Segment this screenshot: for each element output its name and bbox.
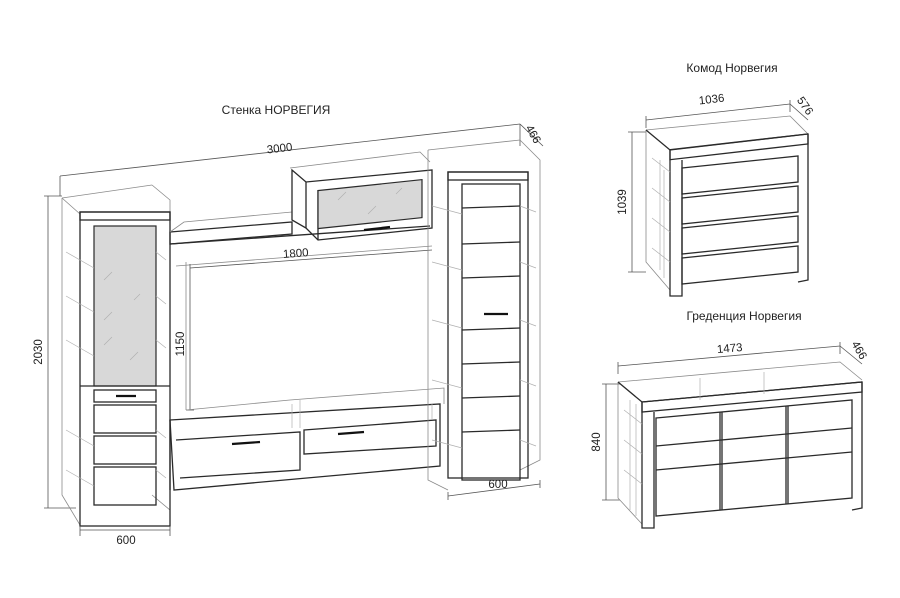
sideboard-title: Греденция Норвегия — [686, 309, 801, 323]
wall-unit-title: Стенка НОРВЕГИЯ — [222, 103, 331, 117]
commode-title: Комод Норвегия — [686, 61, 777, 75]
sideboard-height-label: 840 — [591, 432, 603, 451]
wall-height-dimension — [44, 195, 76, 509]
tv-niche-dims — [186, 249, 433, 411]
commode-height-label: 1039 — [617, 189, 629, 215]
wall-left-width-label: 600 — [116, 535, 135, 547]
top-bridge-shelf — [169, 211, 433, 410]
left-tall-cabinet — [61, 184, 171, 536]
tv-stand — [169, 387, 445, 491]
right-tall-cabinet — [427, 139, 541, 500]
sideboard-width-label: 1473 — [716, 342, 743, 356]
commode-depth-label: 576 — [794, 95, 815, 118]
sideboard-depth-label: 466 — [849, 339, 869, 362]
top-glass-cabinet — [289, 151, 433, 241]
tv-niche-height-label: 1150 — [175, 332, 187, 357]
tv-niche-width-label: 1800 — [283, 247, 309, 261]
wall-unit-drawing — [44, 123, 544, 536]
commode-width-label: 1036 — [698, 93, 725, 108]
commode-drawing — [628, 100, 809, 297]
wall-width-label: 3000 — [266, 142, 293, 157]
wall-right-width-label: 600 — [488, 479, 507, 491]
wall-height-label: 2030 — [33, 339, 45, 365]
wall-width-dimension — [59, 123, 544, 196]
sideboard-drawing — [602, 342, 863, 529]
